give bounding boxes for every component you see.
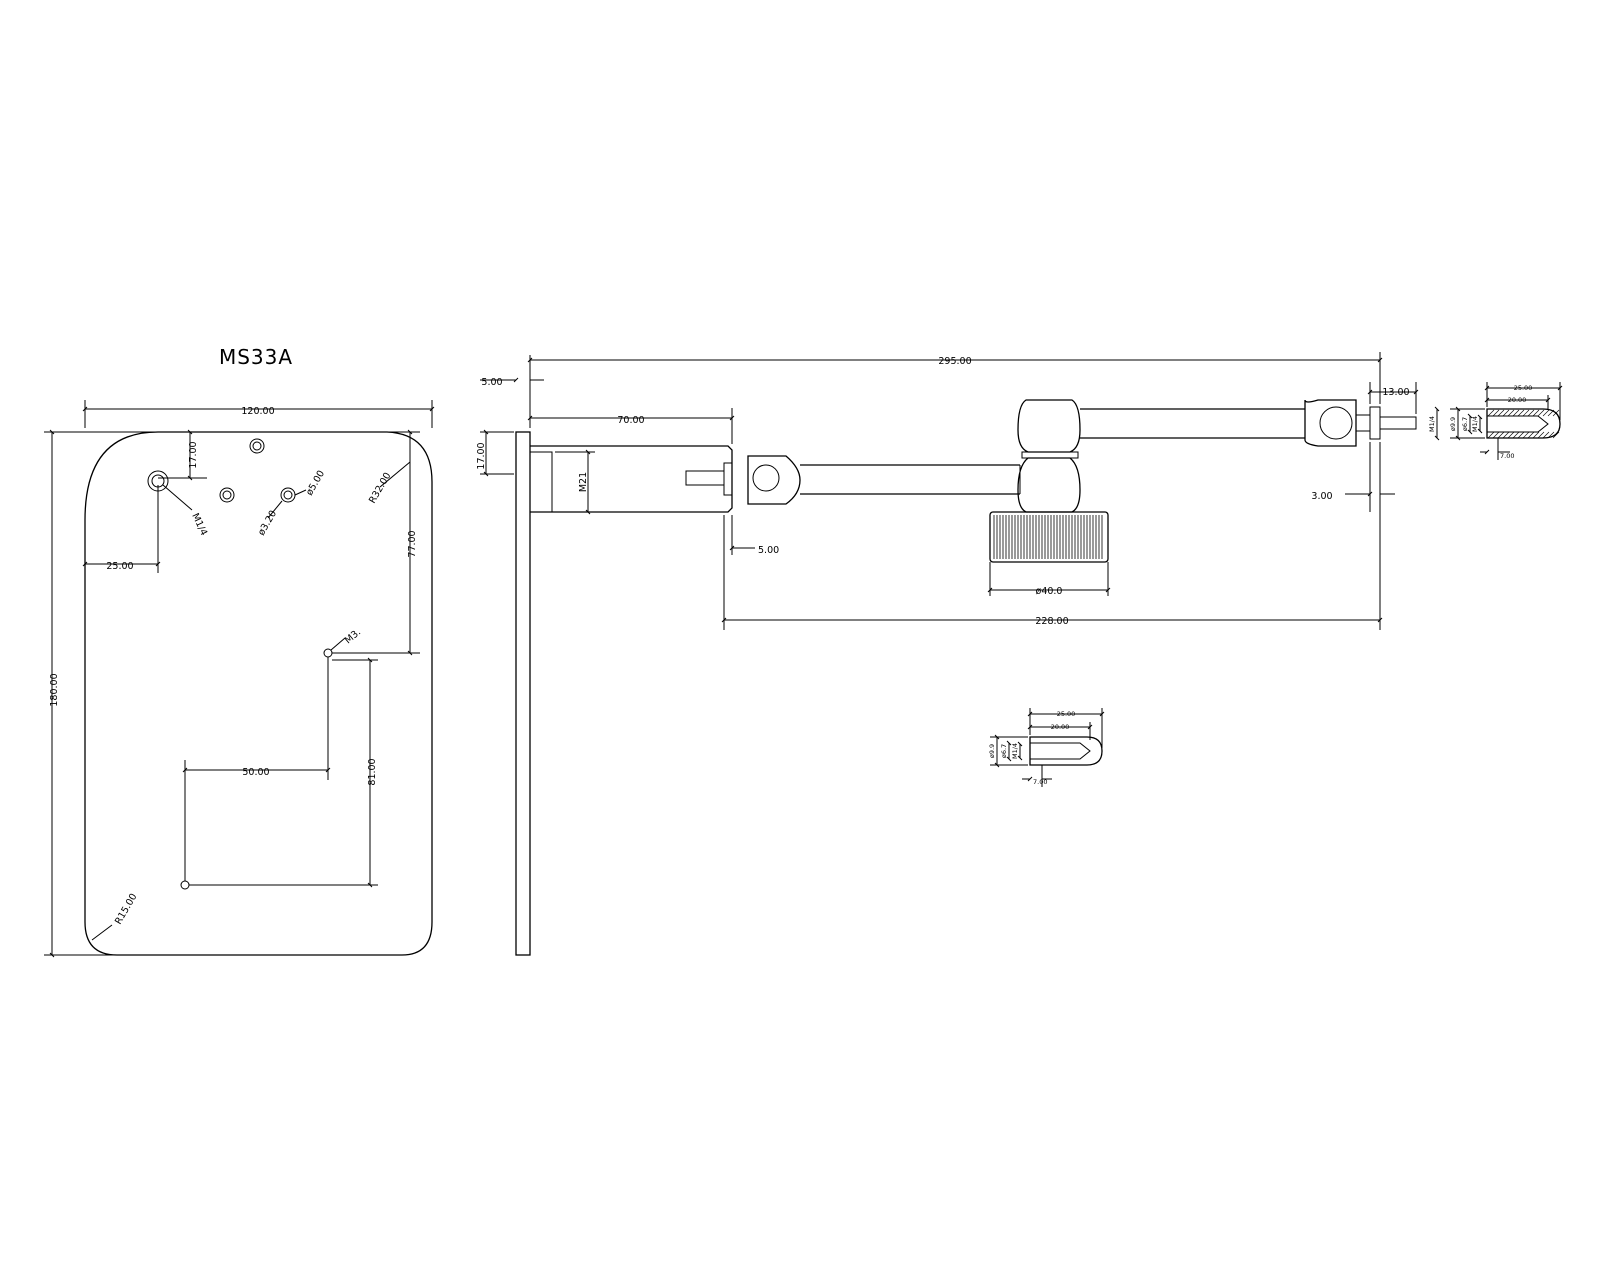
label-radius-bottom: R15.00 bbox=[113, 892, 139, 927]
hatch-line bbox=[1527, 431, 1535, 439]
detail-top-right: 25.00 20.00 ø9.9 ø6.7 M1/4 M1/4 7.00 bbox=[1428, 382, 1563, 460]
label-hole-medium: ø5.00 bbox=[304, 469, 327, 498]
plate-outline bbox=[84, 431, 433, 956]
dim-left-offset: 25.00 bbox=[106, 561, 133, 572]
dim-plate-width: 120.00 bbox=[241, 406, 274, 417]
ball-joint-left bbox=[747, 455, 801, 505]
label-thread-m21: M21 bbox=[578, 472, 589, 492]
dim-knob-diameter: ø40.0 bbox=[1036, 586, 1063, 597]
detail-b-dia-inner: ø6.7 bbox=[1000, 744, 1008, 758]
hatch-line bbox=[1522, 409, 1530, 417]
ball-joint-right bbox=[1304, 399, 1357, 447]
dim-stud-offset: 5.00 bbox=[758, 545, 779, 556]
detail-hatch bbox=[1487, 409, 1560, 439]
dim-plate-height: 180.00 bbox=[49, 673, 60, 706]
detail-a-length-total: 25.00 bbox=[1514, 384, 1533, 392]
hatch-line bbox=[1487, 409, 1495, 417]
detail-b-length-short: 7.00 bbox=[1033, 778, 1047, 786]
hatch-line bbox=[1497, 409, 1505, 417]
base-block bbox=[530, 445, 733, 513]
hatch-line bbox=[1517, 409, 1525, 417]
detail-a-dia-outer: ø9.9 bbox=[1449, 417, 1457, 431]
hatch-line bbox=[1537, 409, 1545, 417]
hatch-line bbox=[1532, 409, 1540, 417]
hatch-line bbox=[1502, 409, 1510, 417]
hatch-line bbox=[1552, 409, 1560, 417]
hatch-line bbox=[1512, 431, 1520, 439]
hole-medium bbox=[280, 487, 296, 503]
label-thread-m14: M1/4 bbox=[189, 512, 209, 538]
hatch-line bbox=[1537, 431, 1545, 439]
hatch-line bbox=[1552, 431, 1560, 439]
dim-end-offset: 13.00 bbox=[1382, 387, 1409, 398]
hatch-line bbox=[1527, 409, 1535, 417]
hatch-line bbox=[1512, 409, 1520, 417]
plate-front-view: 120.00 180.00 17.00 25.00 M1/4 ø3.20 ø5.… bbox=[44, 400, 435, 958]
stud-left bbox=[685, 470, 725, 486]
detail-a-thread: M1/4 bbox=[1471, 416, 1479, 432]
label-radius-top: R32.00 bbox=[367, 471, 393, 506]
hatch-line bbox=[1517, 431, 1525, 439]
dim-horizontal-span: 50.00 bbox=[242, 767, 269, 778]
detail-b-length-bore: 20.00 bbox=[1051, 723, 1070, 731]
plate-side bbox=[515, 431, 531, 956]
dim-block-height: 17.00 bbox=[476, 442, 487, 469]
hatch-line bbox=[1542, 431, 1550, 439]
hatch-line bbox=[1497, 431, 1505, 439]
hatch-line bbox=[1522, 431, 1530, 439]
detail-center: 25.00 20.00 ø9.9 ø6.7 M1/4 7.00 bbox=[988, 708, 1105, 787]
detail-b-dia-outer: ø9.9 bbox=[988, 744, 996, 758]
detail-a-length-short: 7.00 bbox=[1500, 452, 1514, 460]
detail-b-length-total: 25.00 bbox=[1057, 710, 1076, 718]
knob bbox=[989, 511, 1109, 563]
hole-m3 bbox=[323, 648, 333, 658]
label-thread-m3: M3. bbox=[343, 627, 363, 647]
detail-a-length-bore: 20.00 bbox=[1508, 396, 1527, 404]
hatch-line bbox=[1542, 409, 1550, 417]
hole-bottom bbox=[180, 880, 190, 890]
detail-a-dia-inner: ø6.7 bbox=[1461, 417, 1469, 431]
dim-vertical-span-lower: 81.00 bbox=[367, 758, 378, 785]
detail-b-thread: M1/4 bbox=[1011, 743, 1019, 759]
hatch-line bbox=[1492, 409, 1500, 417]
hatch-line bbox=[1547, 431, 1555, 439]
dim-overall-length: 295.00 bbox=[938, 356, 971, 367]
hatch-line bbox=[1547, 409, 1555, 417]
stud-right bbox=[1379, 416, 1417, 430]
hole-top bbox=[249, 438, 265, 454]
label-hole-small: ø3.20 bbox=[256, 509, 279, 538]
hatch-line bbox=[1492, 431, 1500, 439]
drawing-title: MS33A bbox=[219, 345, 293, 369]
hatch-line bbox=[1507, 409, 1515, 417]
hole-small bbox=[219, 487, 235, 503]
knob-knurl bbox=[993, 515, 1103, 559]
central-joint bbox=[1017, 399, 1081, 513]
dim-plate-thickness: 5.00 bbox=[481, 377, 502, 388]
hatch-line bbox=[1487, 431, 1495, 439]
dim-top-offset: 17.00 bbox=[188, 441, 199, 468]
detail-tip-outline bbox=[1486, 408, 1561, 439]
detail-a-thread-left: M1/4 bbox=[1428, 416, 1436, 432]
dim-inner-length: 228.00 bbox=[1035, 616, 1068, 627]
detail-b-outline bbox=[1029, 736, 1103, 766]
arm-side-view: 5.00 17.00 M21 70.00 5.00 bbox=[476, 352, 1419, 956]
dim-block-width: 70.00 bbox=[617, 415, 644, 426]
hatch-line bbox=[1532, 431, 1540, 439]
hatch-line bbox=[1502, 431, 1510, 439]
dim-vertical-span: 77.00 bbox=[407, 530, 418, 557]
dim-pin-offset: 3.00 bbox=[1311, 491, 1332, 502]
hatch-line bbox=[1507, 431, 1515, 439]
